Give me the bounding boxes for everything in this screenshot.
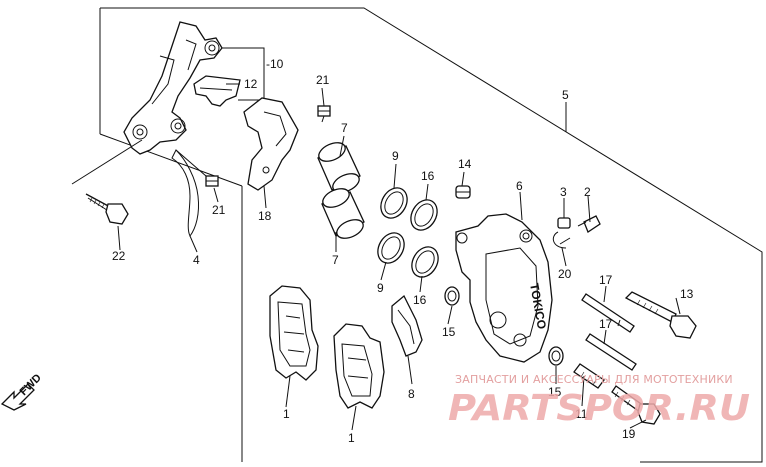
fwd-label: FWD bbox=[18, 372, 44, 398]
seal-16-upper bbox=[410, 199, 438, 231]
label-10: -10 bbox=[266, 57, 284, 71]
label-21-upper: 21 bbox=[316, 73, 330, 87]
caliper-body: TOKICO bbox=[455, 213, 553, 363]
label-5: 5 bbox=[562, 88, 569, 102]
label-19: 19 bbox=[622, 427, 636, 441]
slide-pin-upper bbox=[581, 293, 635, 333]
spring-clip bbox=[171, 149, 207, 237]
leader-lines bbox=[117, 87, 681, 431]
label-1-lower: 1 bbox=[348, 431, 355, 445]
bushing-15-lower bbox=[548, 346, 564, 366]
label-7-upper: 7 bbox=[341, 121, 348, 135]
small-bolt-lower bbox=[205, 175, 219, 187]
seal-16-lower bbox=[411, 246, 439, 278]
label-17-lower: 17 bbox=[599, 317, 613, 331]
label-11: 11 bbox=[575, 407, 588, 421]
slide-pin-lower bbox=[585, 333, 637, 371]
callout-labels: 1 1 2 3 4 5 6 7 7 8 9 9 -10 11 12 13 14 … bbox=[112, 57, 694, 445]
label-1-upper: 1 bbox=[283, 407, 290, 421]
label-22: 22 bbox=[112, 249, 126, 263]
brake-pad-inner bbox=[333, 323, 385, 409]
label-2: 2 bbox=[584, 185, 591, 199]
label-21-lower: 21 bbox=[212, 203, 226, 217]
watermark-tagline: ЗАПЧАСТИ И АКСЕССУАРЫ ДЛЯ МОТОТЕХНИКИ bbox=[455, 373, 733, 386]
label-3: 3 bbox=[560, 185, 567, 199]
label-4: 4 bbox=[193, 253, 200, 267]
label-16-upper: 16 bbox=[421, 169, 435, 183]
label-13: 13 bbox=[680, 287, 694, 301]
label-18: 18 bbox=[258, 209, 272, 223]
label-8: 8 bbox=[408, 387, 415, 401]
anti-rattle-spring bbox=[391, 294, 423, 357]
watermark: ЗАПЧАСТИ И АКСЕССУАРЫ ДЛЯ МОТОТЕХНИКИ PA… bbox=[448, 373, 750, 429]
bleeder-screw bbox=[577, 215, 601, 233]
watermark-brand: PARTSPOR.RU bbox=[448, 388, 750, 429]
pin-bolt bbox=[624, 291, 697, 339]
pin-sleeve bbox=[573, 363, 605, 389]
bleeder-cap bbox=[455, 185, 471, 199]
label-9-upper: 9 bbox=[392, 149, 399, 163]
label-12: 12 bbox=[244, 77, 258, 91]
label-15-lower: 15 bbox=[548, 385, 562, 399]
seal-9-lower bbox=[377, 232, 405, 264]
small-bolt-upper bbox=[317, 105, 331, 123]
brake-pad-outer bbox=[269, 285, 319, 381]
pin-bolt-19 bbox=[611, 385, 661, 425]
bleeder-valve bbox=[552, 217, 571, 249]
label-20: 20 bbox=[558, 267, 572, 281]
label-17-upper: 17 bbox=[599, 273, 613, 287]
caliper-bracket bbox=[123, 21, 223, 155]
piston-upper bbox=[317, 142, 361, 193]
bracket-leaders bbox=[222, 47, 265, 101]
label-7-lower: 7 bbox=[332, 253, 339, 267]
mounting-bolt bbox=[71, 139, 143, 225]
label-14: 14 bbox=[458, 157, 472, 171]
seal-9-upper bbox=[380, 187, 408, 219]
label-6: 6 bbox=[516, 179, 523, 193]
bushing-15-upper bbox=[444, 286, 460, 306]
pad-spring-plate bbox=[243, 97, 299, 191]
assembly-outline bbox=[99, 7, 763, 463]
label-16-lower: 16 bbox=[413, 293, 427, 307]
piston-lower bbox=[321, 188, 365, 239]
label-15-upper: 15 bbox=[442, 325, 456, 339]
label-9-lower: 9 bbox=[377, 281, 384, 295]
pad-retainer bbox=[193, 75, 241, 107]
fwd-arrow: FWD bbox=[0, 372, 44, 411]
